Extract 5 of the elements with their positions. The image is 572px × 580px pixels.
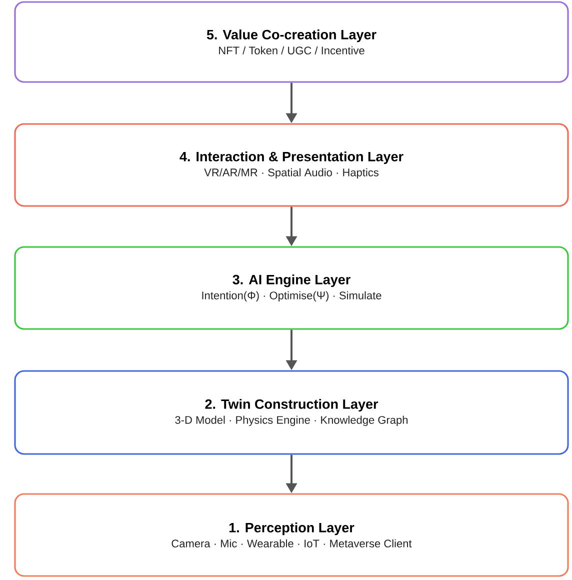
layer-box: 4. Interaction & Presentation Layer VR/AR/MR · Spatial Audio · Haptics xyxy=(14,123,569,207)
layer-box: 3. AI Engine Layer Intention(Φ) · Optimise(Ψ) · Simulate xyxy=(14,246,569,330)
layer-box: 5. Value Co-creation Layer NFT / Token / UGC / Incentive xyxy=(14,1,569,83)
layer-box: 1. Perception Layer Camera · Mic · Wearable · IoT · Metaverse Client xyxy=(14,493,569,577)
layer-box: 2. Twin Construction Layer 3-D Model · Physics Engine · Knowledge Graph xyxy=(14,370,569,455)
